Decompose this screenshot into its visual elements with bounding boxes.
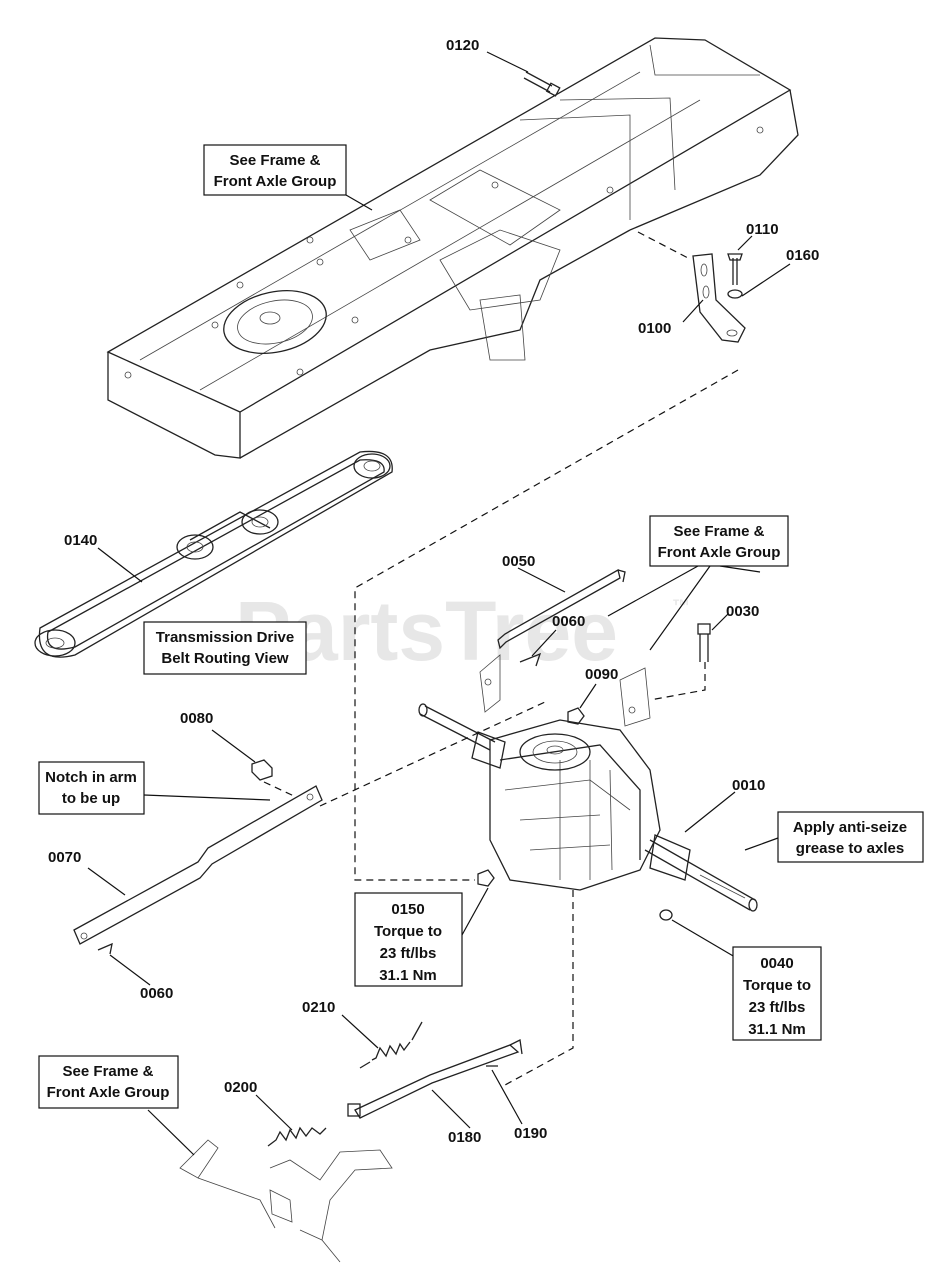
svg-text:Transmission Drive: Transmission Drive	[156, 629, 294, 646]
bracket-0100	[692, 253, 746, 343]
clip-0060-bottom	[97, 942, 113, 955]
svg-text:Apply anti-seize: Apply anti-seize	[793, 819, 907, 836]
bolt-0030	[697, 623, 711, 662]
arm-0070	[73, 785, 323, 945]
svg-text:to be up: to be up	[62, 790, 120, 807]
label-0030: 0030	[726, 603, 759, 620]
clip-0060-top	[519, 652, 542, 667]
connection-line-4	[649, 662, 706, 701]
frame-illustration	[106, 37, 799, 459]
label-0140: 0140	[64, 532, 97, 549]
rod-0050	[497, 569, 626, 650]
label-0090: 0090	[585, 666, 618, 683]
svg-text:Front Axle Group: Front Axle Group	[658, 544, 781, 561]
washer-0040	[659, 909, 673, 921]
transmission-0010	[418, 703, 758, 912]
svg-text:0150: 0150	[391, 901, 424, 918]
svg-text:Notch in arm: Notch in arm	[45, 769, 137, 786]
spring-0200	[267, 1126, 327, 1147]
note-see-frame-top: See Frame & Front Axle Group	[203, 144, 347, 196]
label-0160: 0160	[786, 247, 819, 264]
label-0210: 0210	[302, 999, 335, 1016]
svg-text:23 ft/lbs: 23 ft/lbs	[380, 945, 437, 962]
label-0110: 0110	[746, 221, 779, 238]
label-0120: 0120	[446, 37, 479, 54]
rod-0180	[347, 1039, 523, 1119]
connection-line-2	[637, 231, 689, 259]
label-0060-bottom: 0060	[140, 985, 173, 1002]
label-0070: 0070	[48, 849, 81, 866]
svg-text:See Frame &: See Frame &	[63, 1063, 154, 1080]
connection-line-6	[263, 781, 295, 797]
fitting-0080	[251, 759, 273, 781]
note-notch-in-arm: Notch in arm to be up	[38, 761, 145, 815]
nut-0150	[477, 869, 495, 887]
mount-brackets	[479, 654, 651, 727]
note-anti-seize: Apply anti-seize grease to axles	[777, 811, 924, 863]
svg-text:See Frame &: See Frame &	[230, 152, 321, 169]
drive-belt-0140	[34, 450, 393, 658]
note-see-frame-mid: See Frame & Front Axle Group	[649, 515, 789, 567]
label-0190: 0190	[514, 1125, 547, 1142]
svg-text:Torque to: Torque to	[743, 977, 811, 994]
note-torque-0150: 0150 Torque to 23 ft/lbs 31.1 Nm	[354, 892, 463, 987]
label-0050: 0050	[502, 553, 535, 570]
svg-text:grease to axles: grease to axles	[796, 840, 904, 857]
svg-text:31.1 Nm: 31.1 Nm	[748, 1021, 806, 1038]
label-0200: 0200	[224, 1079, 257, 1096]
note-torque-0040: 0040 Torque to 23 ft/lbs 31.1 Nm	[732, 946, 822, 1041]
label-0010: 0010	[732, 777, 765, 794]
screw-0110	[727, 253, 743, 285]
connection-line	[354, 369, 739, 881]
svg-text:31.1 Nm: 31.1 Nm	[379, 967, 437, 984]
connection-line-5	[504, 890, 574, 1086]
bolt-0120	[523, 71, 561, 97]
svg-text:0040: 0040	[760, 955, 793, 972]
note-belt-routing: Transmission Drive Belt Routing View	[143, 621, 307, 675]
svg-text:Torque to: Torque to	[374, 923, 442, 940]
nut-0090	[567, 707, 585, 725]
label-0100: 0100	[638, 320, 671, 337]
note-see-frame-bottom: See Frame & Front Axle Group	[38, 1055, 179, 1109]
label-0060-top: 0060	[552, 613, 585, 630]
connection-line-3	[319, 701, 546, 807]
svg-text:23 ft/lbs: 23 ft/lbs	[749, 999, 806, 1016]
spring-0210	[359, 1021, 423, 1069]
svg-text:See Frame &: See Frame &	[674, 523, 765, 540]
washer-0160	[727, 289, 743, 299]
svg-text:Front Axle Group: Front Axle Group	[214, 173, 337, 190]
label-0180: 0180	[448, 1129, 481, 1146]
label-0080: 0080	[180, 710, 213, 727]
lower-linkage	[179, 1139, 393, 1263]
svg-text:Belt Routing View: Belt Routing View	[161, 650, 289, 667]
svg-text:Front Axle Group: Front Axle Group	[47, 1084, 170, 1101]
